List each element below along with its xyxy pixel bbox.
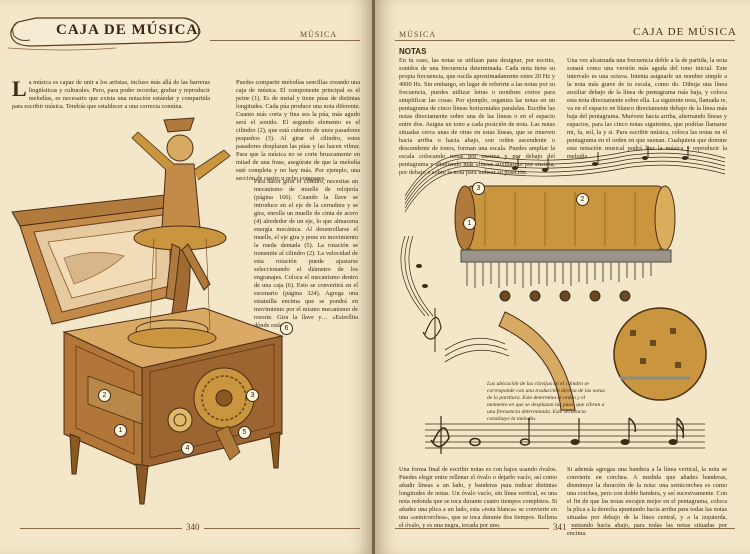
whole-note-icon <box>469 437 481 447</box>
notas-column-1: En tu caso, las notas se utilizan para d… <box>399 57 555 176</box>
dancer-figurine <box>131 117 231 331</box>
intro-text: a música es capaz de unir a los artistas… <box>12 79 210 110</box>
column-2-paragraph: Puedes compartir melodías sencillas crea… <box>236 79 360 182</box>
page-title: CAJA DE MÚSICA <box>56 22 199 38</box>
callout-4: 4 <box>181 442 194 455</box>
treble-clef-icon <box>422 308 442 352</box>
gutter <box>372 0 375 554</box>
bottom-column-2: Si además agregas una bandera a la línea… <box>567 466 727 537</box>
drop-cap: L <box>12 76 27 101</box>
page-number: 340 <box>182 522 204 532</box>
right-page: MÚSICA CAJA DE MÚSICA NOTAS En tu caso, … <box>375 0 750 554</box>
callout-3: 3 <box>472 182 485 195</box>
quarter-note-icon <box>570 418 580 445</box>
page-number: 341 <box>549 522 571 532</box>
header-rule <box>395 40 735 41</box>
sixteenth-note-icon <box>668 417 685 445</box>
title-banner <box>7 17 201 51</box>
steel-comb <box>460 249 672 302</box>
treble-clef-icon <box>430 416 450 454</box>
column-3-paragraph: Para hacer girar el cilindro, necesitas … <box>254 178 358 329</box>
brass-cylinder <box>454 185 676 251</box>
staff-notes-illustration <box>425 416 705 454</box>
header-rule <box>210 40 360 41</box>
eighth-note-icon <box>620 417 637 445</box>
callout-2: 2 <box>576 193 589 206</box>
brass-arc <box>498 311 576 411</box>
callout-5: 5 <box>238 426 251 439</box>
notas-column-2: Una vez alcanzada una frecuencia doble a… <box>567 57 727 160</box>
section-heading: NOTAS <box>399 47 427 56</box>
bottom-column-1: Una forma final de escribir notas es con… <box>399 466 557 529</box>
sound-waves <box>444 337 510 363</box>
ribbon-notes <box>416 146 689 288</box>
box-body <box>62 307 284 469</box>
callout-6: 6 <box>280 322 293 335</box>
callout-1: 1 <box>463 217 476 230</box>
running-head: MÚSICA <box>399 30 437 39</box>
box-legs <box>69 431 281 505</box>
page-title: CAJA DE MÚSICA <box>633 26 737 38</box>
running-head: MÚSICA <box>300 30 338 39</box>
staff-ribbon <box>400 148 726 317</box>
callout-3: 3 <box>246 389 259 402</box>
callout-1: 1 <box>114 424 127 437</box>
illustration-caption: Las ubicación de las clavijas en el cili… <box>487 381 605 422</box>
callout-2: 2 <box>98 389 111 402</box>
zoom-circle <box>613 307 707 401</box>
cylinder-comb-illustration <box>400 146 726 317</box>
music-box-illustration <box>11 117 284 505</box>
pin-detail-illustration <box>422 307 707 411</box>
half-note-icon <box>519 418 531 446</box>
